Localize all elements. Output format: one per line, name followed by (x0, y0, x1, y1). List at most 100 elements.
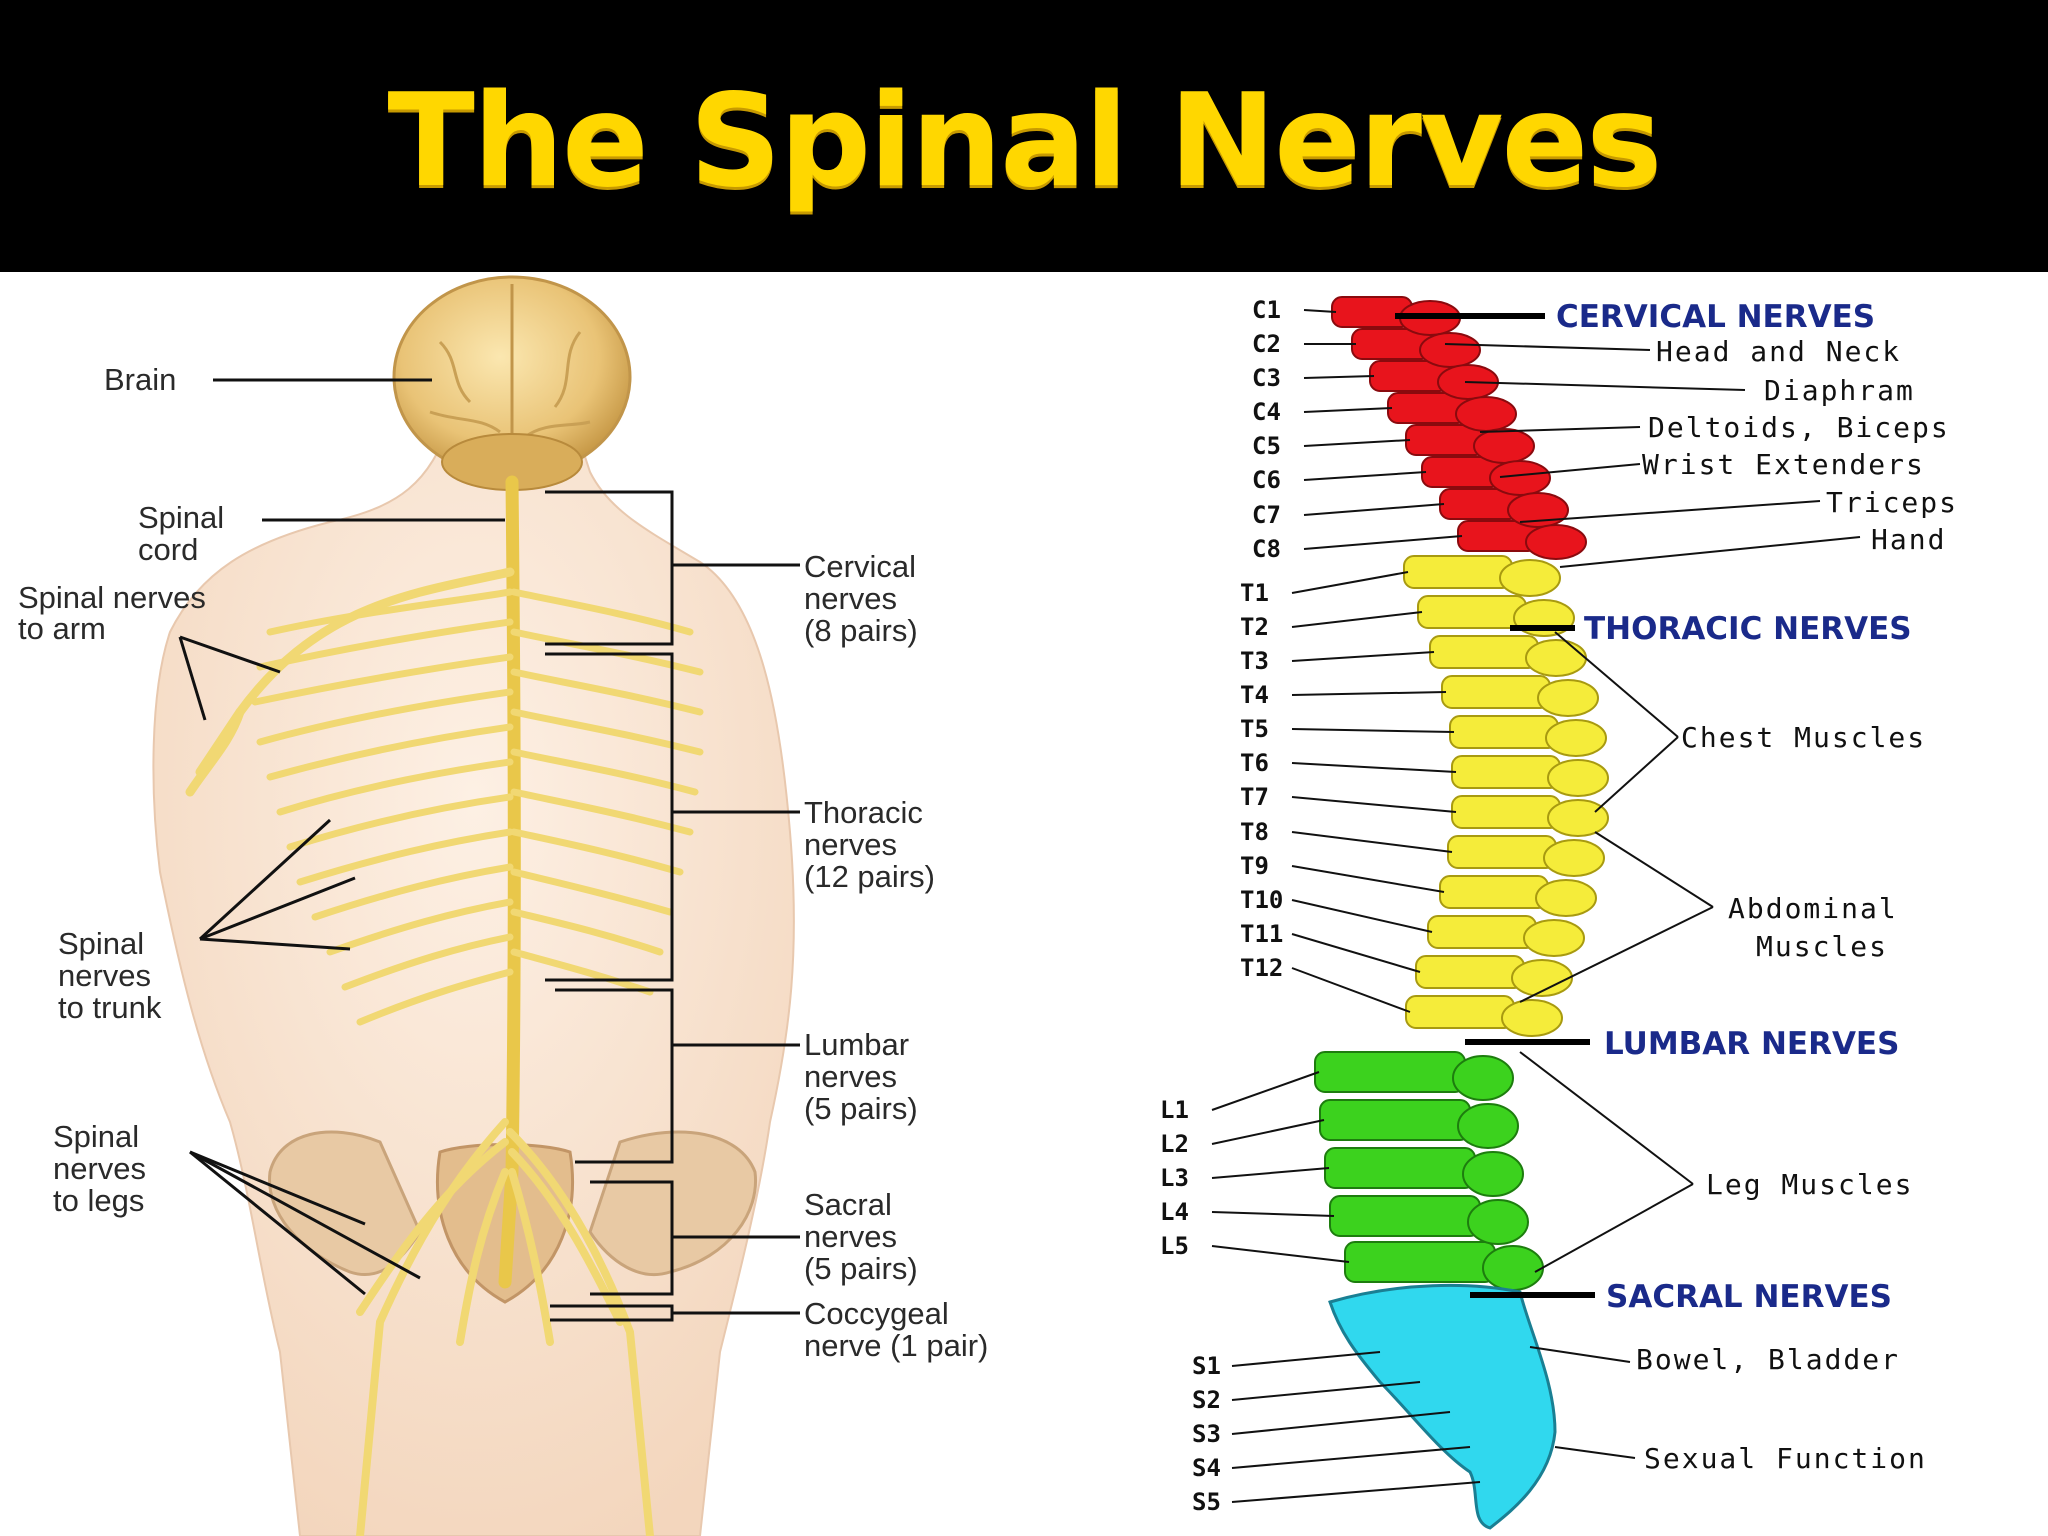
level-label-c1: C1 (1252, 296, 1281, 324)
leader-c3 (1303, 375, 1375, 379)
func-abdominal-1: Abdominal (1728, 892, 1898, 925)
process-l5 (1482, 1245, 1544, 1291)
func-deltoids: Deltoids, Biceps (1648, 411, 1950, 444)
label-cervical-1: Cervical (804, 549, 916, 584)
func-triceps: Triceps (1826, 486, 1958, 519)
func-chest: Chest Muscles (1681, 721, 1926, 754)
leader-c4 (1303, 407, 1393, 413)
vertebra-t7 (1451, 795, 1561, 829)
process-c7 (1507, 492, 1569, 528)
header-lumbar: LUMBAR NERVES (1604, 1026, 1899, 1062)
process-t1 (1499, 559, 1561, 597)
leader-l2 (1211, 1119, 1325, 1145)
func-head-neck: Head and Neck (1656, 335, 1901, 368)
process-t3 (1525, 639, 1587, 677)
spinous-processes-group (1399, 300, 1609, 1291)
leader-c7 (1303, 503, 1445, 516)
label-lumbar-3: (5 pairs) (804, 1091, 918, 1126)
label-nerves-arm-2: to arm (18, 611, 106, 646)
label-thoracic-2: nerves (804, 827, 897, 862)
level-label-t10: T10 (1240, 886, 1283, 914)
torso-silhouette (152, 400, 795, 1536)
label-nerves-trunk-2: nerves (58, 958, 151, 993)
level-label-t8: T8 (1240, 818, 1269, 846)
func-diaphragm: Diaphram (1764, 374, 1915, 407)
level-label-t11: T11 (1240, 920, 1283, 948)
vertebra-t3 (1429, 635, 1539, 669)
level-label-s4: S4 (1192, 1454, 1221, 1482)
label-sacral-3: (5 pairs) (804, 1251, 918, 1286)
left-labels: Brain Spinal cord Spinal nerves to arm S… (18, 362, 988, 1363)
level-label-l3: L3 (1160, 1164, 1189, 1192)
label-lumbar-1: Lumbar (804, 1027, 909, 1062)
level-label-l1: L1 (1160, 1096, 1189, 1124)
sacrum-shape (1328, 1283, 1557, 1530)
spine-column (1314, 296, 1609, 1530)
vertebra-l5 (1344, 1241, 1496, 1283)
process-c4 (1455, 396, 1517, 432)
diagram-svg: Brain Spinal cord Spinal nerves to arm S… (18, 275, 1958, 1536)
level-label-t7: T7 (1240, 783, 1269, 811)
label-thoracic-1: Thoracic (804, 795, 923, 830)
leader-l5 (1211, 1245, 1350, 1263)
process-l3 (1462, 1151, 1524, 1197)
process-t10 (1523, 919, 1585, 957)
leader-t5 (1291, 728, 1455, 733)
leader-t10 (1291, 899, 1433, 933)
label-cervical-2: nerves (804, 581, 897, 616)
level-label-s2: S2 (1192, 1386, 1221, 1414)
process-t8 (1543, 839, 1605, 877)
leader-t11 (1291, 933, 1421, 973)
leader-l3 (1211, 1167, 1330, 1179)
vertebra-t10 (1427, 915, 1537, 949)
leader-l1 (1211, 1071, 1320, 1111)
func-leg: Leg Muscles (1706, 1168, 1913, 1201)
diagram-stage: Brain Spinal cord Spinal nerves to arm S… (0, 272, 2048, 1536)
level-leader-lines (1211, 309, 1481, 1503)
leader-c5 (1303, 439, 1411, 447)
process-t12 (1501, 999, 1563, 1037)
level-label-c6: C6 (1252, 466, 1281, 494)
label-coccygeal-2: nerve (1 pair) (804, 1328, 988, 1363)
header-thoracic: THORACIC NERVES (1584, 611, 1912, 647)
level-label-c8: C8 (1252, 535, 1281, 563)
leader-s5 (1231, 1481, 1481, 1503)
leader-s4 (1231, 1446, 1471, 1469)
title-bar: The Spinal Nerves (0, 0, 2048, 272)
vertebra-l2 (1319, 1099, 1471, 1141)
level-label-c3: C3 (1252, 364, 1281, 392)
leader-t6 (1291, 762, 1457, 773)
leader-c6 (1303, 471, 1427, 481)
vertebra-l1 (1314, 1051, 1466, 1093)
level-label-t1: T1 (1240, 579, 1269, 607)
vertebra-t6 (1451, 755, 1561, 789)
leg-nerves (356, 1118, 654, 1536)
label-sacral-2: nerves (804, 1219, 897, 1254)
vertebra-t12 (1405, 995, 1515, 1029)
level-label-c4: C4 (1252, 398, 1281, 426)
function-labels: Head and Neck Diaphram Deltoids, Biceps … (1636, 335, 1958, 1475)
vertebra-t5 (1449, 715, 1559, 749)
func-abdominal-2: Muscles (1756, 930, 1888, 963)
label-sacral-1: Sacral (804, 1187, 892, 1222)
label-spinal-cord-2: cord (138, 532, 198, 567)
process-l1 (1452, 1055, 1514, 1101)
level-label-l2: L2 (1160, 1130, 1189, 1158)
level-label-s1: S1 (1192, 1352, 1221, 1380)
level-label-c7: C7 (1252, 501, 1281, 529)
group-header-pointers (1395, 313, 1595, 1298)
function-leader-lines (1444, 343, 1861, 1459)
process-t9 (1535, 879, 1597, 917)
leader-t1 (1291, 571, 1409, 594)
process-t11 (1511, 959, 1573, 997)
process-c8 (1525, 524, 1587, 560)
group-headers: CERVICAL NERVES THORACIC NERVES LUMBAR N… (1556, 299, 1912, 1315)
level-label-t3: T3 (1240, 647, 1269, 675)
label-nerves-arm-1: Spinal nerves (18, 580, 206, 615)
level-label-t2: T2 (1240, 613, 1269, 641)
leader-t12 (1291, 967, 1411, 1013)
vertebra-t9 (1439, 875, 1549, 909)
process-c6 (1489, 460, 1551, 496)
label-spinal-cord-1: Spinal (138, 500, 224, 535)
region-brackets (545, 490, 800, 1322)
